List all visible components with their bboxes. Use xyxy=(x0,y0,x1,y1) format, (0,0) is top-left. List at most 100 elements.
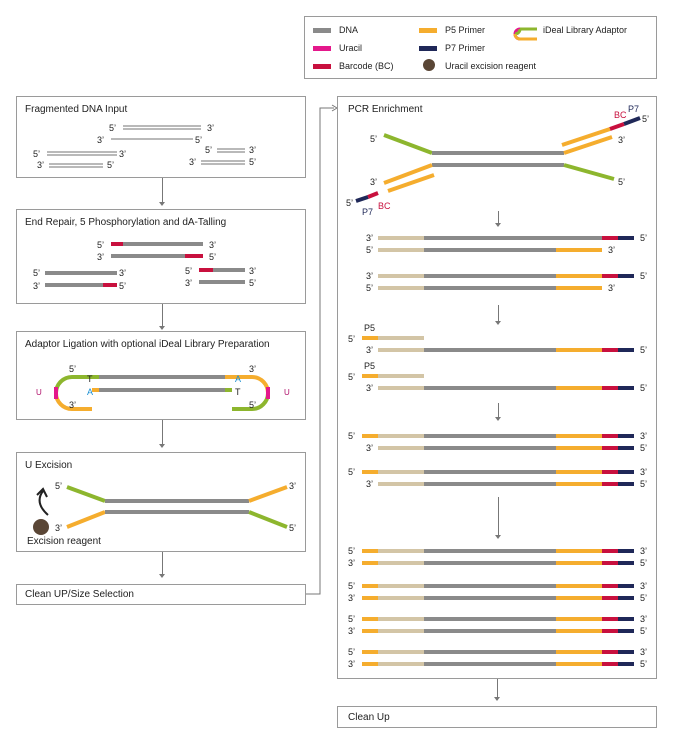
flow-arrow xyxy=(498,211,499,225)
end-label: 5’ xyxy=(119,281,127,291)
primer-region xyxy=(378,286,424,290)
step-title: Clean UP/Size Selection xyxy=(25,589,134,600)
barcode-segment xyxy=(111,242,123,246)
p5-segment xyxy=(556,470,602,474)
step-title: Fragmented DNA Input xyxy=(25,104,128,115)
p5-segment xyxy=(556,434,602,438)
end-label: 3’ xyxy=(55,523,63,533)
dna-strand xyxy=(424,629,556,633)
end-label: 5’ xyxy=(640,383,648,393)
p7-segment xyxy=(618,629,634,633)
flow-arrowhead xyxy=(495,535,501,539)
end-label: 5’ xyxy=(33,268,41,278)
p5-segment xyxy=(556,629,602,633)
p5-segment xyxy=(362,584,378,588)
end-label: 5’ xyxy=(640,659,648,669)
flow-arrowhead xyxy=(495,223,501,227)
dna-strand xyxy=(424,561,556,565)
step-title: Clean Up xyxy=(348,712,390,723)
end-label: 5’ xyxy=(289,523,297,533)
end-label: 5’ xyxy=(33,149,41,159)
excision-reagent-label: Excision reagent xyxy=(27,536,101,547)
p7-segment xyxy=(618,482,634,486)
dna-strand xyxy=(47,154,117,156)
dna-strand xyxy=(424,236,602,240)
end-label: 5’ xyxy=(348,647,356,657)
end-label: 5’ xyxy=(640,558,648,568)
dna-strand xyxy=(201,163,245,165)
p7-segment xyxy=(618,662,634,666)
p5-segment xyxy=(556,561,602,565)
dna-strand xyxy=(424,286,556,290)
primer-region xyxy=(378,274,424,278)
p5-segment xyxy=(556,348,602,352)
flow-arrow xyxy=(498,403,499,419)
end-label: 3’ xyxy=(366,479,374,489)
step-title: U Excision xyxy=(25,460,73,471)
flow-arrowhead xyxy=(159,444,165,448)
end-label: 5’ xyxy=(640,479,648,489)
end-label: 5’ xyxy=(366,245,374,255)
step-title: PCR Enrichment xyxy=(348,104,423,115)
dna-strand xyxy=(424,248,556,252)
p5-segment xyxy=(556,549,602,553)
barcode-segment xyxy=(602,348,618,352)
step-end-repair: End Repair, 5 Phosphorylation and dA-Tal… xyxy=(16,209,306,304)
p7-label: P7 xyxy=(628,104,640,114)
end-label: 3’ xyxy=(640,467,648,477)
p5-segment xyxy=(362,596,378,600)
end-label: 5’ xyxy=(348,546,356,556)
primer-region xyxy=(378,374,424,378)
end-label: 3’ xyxy=(207,123,215,133)
dna-strand xyxy=(123,242,203,246)
dna-strand xyxy=(49,163,103,165)
p7-segment xyxy=(618,650,634,654)
flow-arrow xyxy=(497,679,498,699)
end-label: 5’ xyxy=(205,145,213,155)
barcode-segment xyxy=(602,584,618,588)
end-label: 5’ xyxy=(640,593,648,603)
end-label: 5’ xyxy=(640,443,648,453)
pcr-primer-diagram xyxy=(355,116,641,203)
flow-arrowhead xyxy=(495,321,501,325)
p5-segment xyxy=(362,617,378,621)
step-title: End Repair, 5 Phosphorylation and dA-Tal… xyxy=(25,217,227,228)
ligated-adaptor-diagram xyxy=(54,375,270,411)
step-fragmented-dna: Fragmented DNA Input 5’ 3’ 3’ 5’ 5’ 3’ 3… xyxy=(16,96,306,178)
end-label: 5’ xyxy=(249,278,257,288)
end-label: 5’ xyxy=(107,160,115,170)
end-label: 5’ xyxy=(640,233,648,243)
end-label: 3’ xyxy=(348,558,356,568)
p5-segment xyxy=(362,561,378,565)
end-label: 3’ xyxy=(366,443,374,453)
end-label: 3’ xyxy=(370,177,378,187)
dna-strand xyxy=(111,254,185,258)
step-title: Adaptor Ligation with optional iDeal Lib… xyxy=(25,339,270,350)
end-label: 5’ xyxy=(249,400,257,410)
legend-dna: DNA xyxy=(339,25,359,35)
dna-strand xyxy=(424,348,556,352)
dna-strand xyxy=(424,386,556,390)
dna-strand xyxy=(111,138,193,140)
dna-strand xyxy=(123,125,201,127)
dna-strand xyxy=(123,128,201,130)
p5-segment xyxy=(556,596,602,600)
p7-swatch xyxy=(419,46,437,51)
p7-segment xyxy=(618,446,634,450)
end-label: 5’ xyxy=(370,134,378,144)
base-label: T xyxy=(87,374,93,384)
p5-segment xyxy=(556,482,602,486)
end-label: 5’ xyxy=(348,581,356,591)
dna-strand xyxy=(424,596,556,600)
primer-region xyxy=(378,629,424,633)
uracil-label: U xyxy=(36,388,42,397)
base-label: T xyxy=(235,387,241,397)
end-label: 5’ xyxy=(348,614,356,624)
dna-strand xyxy=(424,584,556,588)
legend-uracil-reagent: Uracil excision reagent xyxy=(445,61,537,71)
primer-region xyxy=(378,549,424,553)
primer-region xyxy=(378,561,424,565)
barcode-segment xyxy=(602,434,618,438)
end-label: 5’ xyxy=(348,431,356,441)
p7-segment xyxy=(618,236,634,240)
